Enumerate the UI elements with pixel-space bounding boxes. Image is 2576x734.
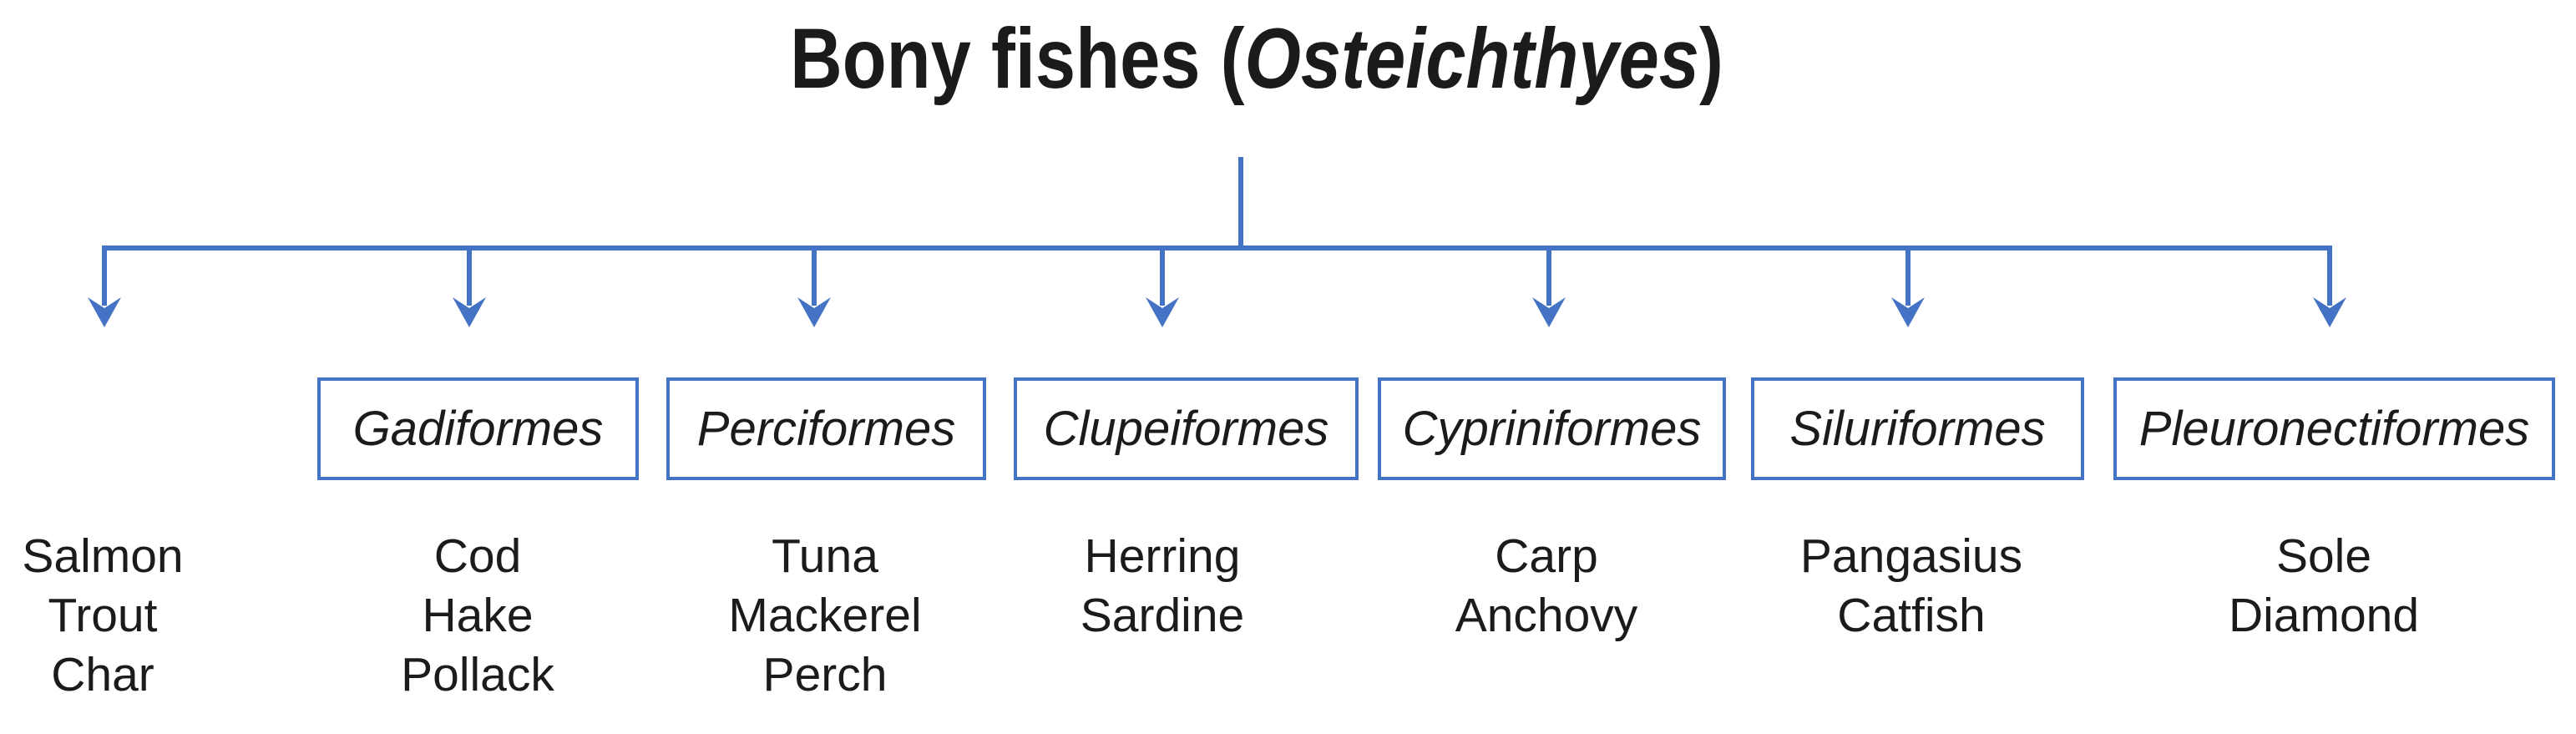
title-latin-name: Osteichthyes <box>1244 11 1700 106</box>
species-name: Herring <box>1084 529 1241 583</box>
order-box-perciformes: Perciformes <box>666 377 986 480</box>
order-label: Clupeiformes <box>1043 402 1329 456</box>
species-name: Catfish <box>1837 589 1986 642</box>
species-name: Carp <box>1495 529 1598 583</box>
order-label: Gadiformes <box>352 402 604 456</box>
species-name: Hake <box>422 589 534 642</box>
branch-arrow-5 <box>1532 246 1566 327</box>
order-box-pleuronectiformes: Pleuronectiformes <box>2113 377 2555 480</box>
title-prefix: Bony fishes ( <box>790 11 1245 106</box>
species-name: Sardine <box>1080 589 1245 642</box>
species-column-perciformes: Tuna Mackerel Perch <box>633 527 1017 705</box>
branch-arrow-2 <box>453 246 486 327</box>
order-box-cypriniformes: Cypriniformes <box>1378 377 1726 480</box>
order-box-clupeiformes: Clupeiformes <box>1014 377 1359 480</box>
branch-arrow-4 <box>1146 246 1179 327</box>
species-name: Mackerel <box>728 589 922 642</box>
species-name: Pangasius <box>1799 529 2023 583</box>
species-name: Cod <box>433 529 522 583</box>
diagram-title: Bony fishes (Osteichthyes) <box>189 10 2325 108</box>
species-name: Anchovy <box>1455 589 1638 642</box>
species-name: Salmon <box>22 529 184 583</box>
species-name: Char <box>51 648 154 701</box>
order-label: Pleuronectiformes <box>2138 402 2530 456</box>
species-column-gadiformes: Cod Hake Pollack <box>286 527 670 705</box>
order-label: Cypriniformes <box>1402 402 1702 456</box>
order-box-siluriformes: Siluriformes <box>1751 377 2084 480</box>
branch-arrow-1 <box>88 246 121 327</box>
species-column-cypriniformes: Carp Anchovy <box>1354 527 1738 645</box>
species-name: Sole <box>2275 529 2372 583</box>
species-name: Tuna <box>772 529 878 583</box>
species-column-pleuronectiformes: Sole Diamond <box>2132 527 2516 645</box>
branch-arrow-3 <box>797 246 831 327</box>
branch-arrow-7 <box>2313 246 2346 327</box>
species-column-siluriformes: Pangasius Catfish <box>1719 527 2103 645</box>
species-column-clupeiformes: Herring Sardine <box>970 527 1354 645</box>
order-label: Siluriformes <box>1789 402 2046 456</box>
species-column-salmoniformes: Salmon Trout Char <box>0 527 295 705</box>
species-name: Perch <box>762 648 888 701</box>
branch-arrow-6 <box>1891 246 1925 327</box>
species-name: Diamond <box>2228 589 2420 642</box>
species-name: Pollack <box>401 648 554 701</box>
order-box-gadiformes: Gadiformes <box>317 377 639 480</box>
title-suffix: ) <box>1699 11 1723 106</box>
order-label: Perciformes <box>696 402 956 456</box>
species-name: Trout <box>48 589 158 642</box>
